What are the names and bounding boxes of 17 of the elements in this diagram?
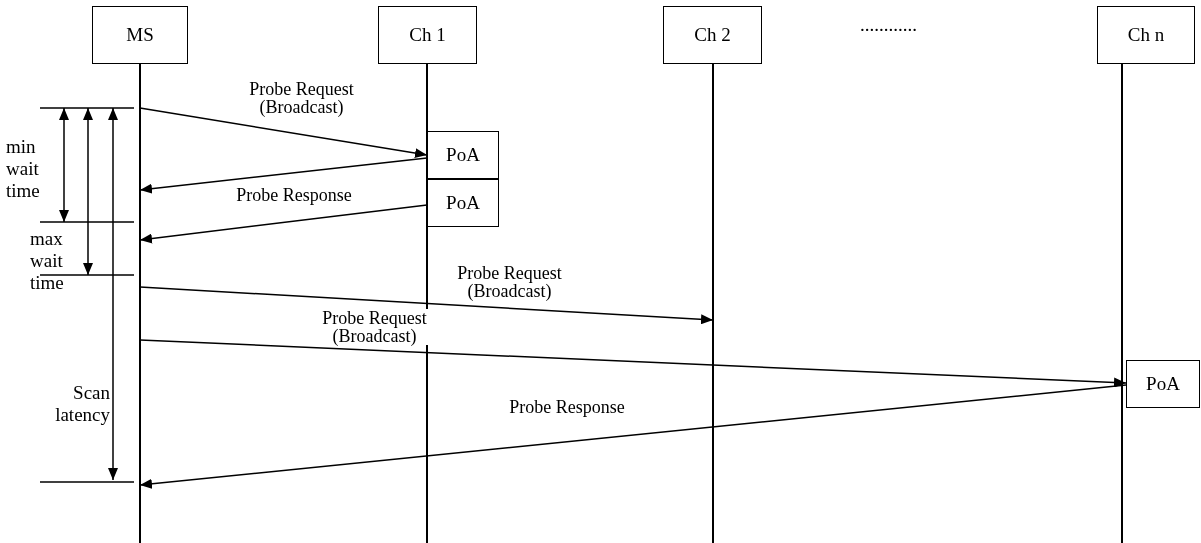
interval-label: max wait time [30,228,65,294]
entity-box: Ch 2 [663,6,762,64]
message-arrow [139,339,1127,388]
entity-box: MS [92,6,188,64]
poa-box: PoA [1126,360,1200,408]
message-arrow [139,107,428,158]
poa-box: PoA [427,131,499,179]
poa-box: PoA [427,179,499,227]
message-arrow [139,286,714,325]
interval-label: min wait time [6,136,41,202]
message-arrow [139,157,428,194]
message-arrow [139,384,1127,489]
ellipsis-text: ............ [860,14,918,36]
entity-box: Ch n [1097,6,1195,64]
interval-label: Scan latency [54,382,110,426]
message-arrow [139,204,428,244]
entity-box: Ch 1 [378,6,477,64]
